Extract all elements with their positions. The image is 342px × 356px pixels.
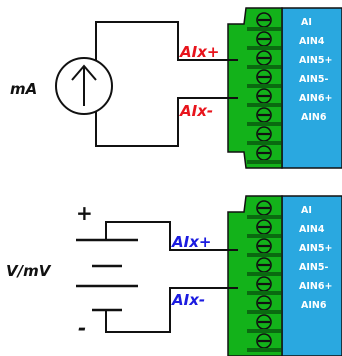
minus-sign: - <box>78 316 86 340</box>
terminal-label: AI <box>301 205 312 216</box>
terminal-label: AIN5+ <box>299 55 332 66</box>
current-source-symbol <box>55 57 113 115</box>
terminal-divider <box>247 103 281 107</box>
terminal-divider <box>247 253 281 257</box>
board-bottom <box>281 195 342 356</box>
arrow-up-icon <box>71 64 97 106</box>
terminal-label: AIN4 <box>299 36 325 47</box>
battery-symbol <box>76 238 138 312</box>
terminal-label: AIN5- <box>299 74 328 85</box>
terminal-divider <box>247 84 281 88</box>
label-aix-minus-top: AIx- <box>179 102 213 120</box>
voltage-wires <box>105 221 238 333</box>
terminal-divider <box>247 122 281 126</box>
terminal-divider <box>247 27 281 31</box>
plus-sign: + <box>76 201 93 225</box>
label-aix-minus-bottom: AIx- <box>171 291 205 309</box>
terminal-label: AIN5+ <box>299 243 332 254</box>
terminal-divider <box>247 141 281 145</box>
terminal-screws-top <box>247 12 281 164</box>
wire-plus-v <box>105 221 238 251</box>
terminal-label: AIN6 <box>301 112 327 123</box>
terminal-divider <box>247 272 281 276</box>
terminal-divider <box>247 310 281 314</box>
label-aix-plus-top: AIx+ <box>179 43 219 61</box>
terminal-divider <box>247 160 281 164</box>
label-aix-plus-bottom: AIx+ <box>171 233 211 251</box>
terminal-divider <box>247 46 281 50</box>
terminal-divider <box>247 348 281 352</box>
terminal-label: AIN4 <box>299 224 325 235</box>
terminal-label: AIN6+ <box>299 93 332 104</box>
terminal-label: AIN6 <box>301 300 327 311</box>
terminal-screws-bottom <box>247 200 281 352</box>
wire-minus-v <box>105 287 238 333</box>
terminal-divider <box>247 329 281 333</box>
terminal-divider <box>247 234 281 238</box>
source-label-ma: mA <box>10 80 37 98</box>
wire-minus <box>95 97 238 147</box>
wire-plus <box>95 21 238 62</box>
terminal-label: AIN6+ <box>299 281 332 292</box>
terminal-divider <box>247 65 281 69</box>
terminal-divider <box>247 215 281 219</box>
terminal-divider <box>247 291 281 295</box>
terminal-label: AIN5- <box>299 262 328 273</box>
board-top <box>281 7 342 169</box>
current-wires <box>95 21 238 147</box>
terminal-label: AI <box>301 17 312 28</box>
source-label-vmv: V/mV <box>6 262 52 280</box>
